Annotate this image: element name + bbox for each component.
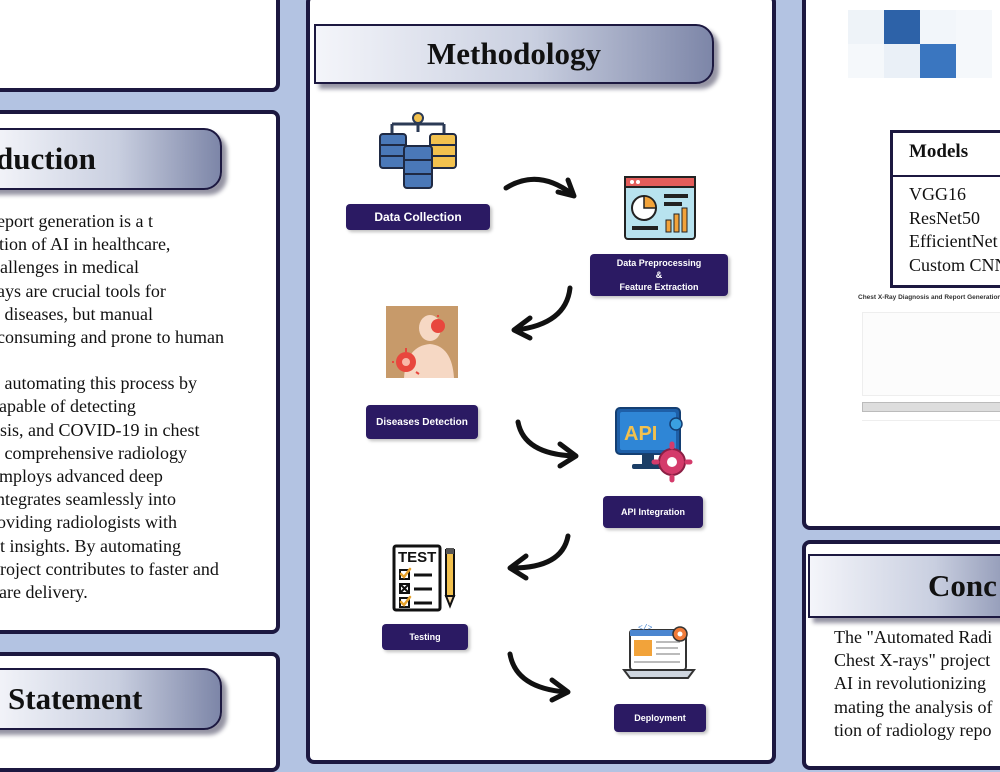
matrix-row-label <box>834 4 842 84</box>
step-data-collection: Data Collection <box>346 204 490 230</box>
app-result-row <box>862 420 1000 435</box>
matrix-cell <box>848 44 884 78</box>
svg-text:</>: </> <box>638 624 653 633</box>
conclusion-line: AI in revolutionizing <box>834 673 986 694</box>
conclusion-line: mating the analysis of <box>834 696 993 717</box>
step-label-line: Feature Extraction <box>619 282 699 292</box>
flow-arrow-icon <box>515 419 579 469</box>
matrix-cell <box>920 44 956 78</box>
intro-line: n automating this process by <box>0 373 197 394</box>
conclusion-heading-text: Conc <box>928 568 997 603</box>
step-label: API Integration <box>620 507 685 517</box>
app-title: Chest X-Ray Diagnosis and Report Generat… <box>858 294 1000 301</box>
step-label: Deployment <box>634 713 686 723</box>
app-screenshot: Chest X-Ray Diagnosis and Report Generat… <box>858 294 1000 444</box>
introduction-body: report generation is a t ation of AI in … <box>0 210 256 604</box>
problem-heading-text: Statement <box>8 681 143 716</box>
matrix-cell <box>956 44 992 78</box>
api-icon: API <box>615 407 693 483</box>
test-checklist-icon: TEST <box>392 544 456 612</box>
conclusion-heading: Conc <box>808 554 1000 618</box>
intro-line: roviding radiologists with <box>0 512 177 533</box>
introduction-heading-text: duction <box>0 141 96 176</box>
intro-line: employs advanced deep <box>0 466 163 487</box>
test-icon-text: TEST <box>398 549 436 566</box>
step-label: Diseases Detection <box>376 416 468 428</box>
intro-line: hallenges in medical <box>0 257 139 278</box>
intro-line: report generation is a t <box>0 211 153 231</box>
flow-arrow-icon <box>511 285 573 341</box>
conclusion-line: tion of radiology repo <box>834 719 992 740</box>
deployment-laptop-icon: </> <box>622 624 696 679</box>
database-icon <box>379 112 457 189</box>
introduction-panel: duction report generation is a t ation o… <box>0 110 280 634</box>
step-diseases-detection: Diseases Detection <box>366 405 478 439</box>
conclusion-panel: Conc The "Automated Radi Chest X-rays" p… <box>802 540 1000 770</box>
dashboard-icon <box>624 176 696 240</box>
intro-line: project contributes to faster and <box>0 558 219 579</box>
intro-line: g comprehensive radiology <box>0 442 187 463</box>
model-item: ResNet50 <box>909 207 980 228</box>
problem-statement-heading: Statement <box>0 668 222 730</box>
methodology-heading-text: Methodology <box>427 36 601 71</box>
model-item: VGG16 <box>909 184 966 204</box>
intro-line: integrates seamlessly into <box>0 489 176 510</box>
intro-line: care delivery. <box>0 582 88 603</box>
conclusion-line: The "Automated Radi <box>834 627 993 647</box>
methodology-heading: Methodology <box>314 24 714 84</box>
step-data-preprocessing: Data Preprocessing & Feature Extraction <box>590 254 728 296</box>
intro-line: ation of AI in healthcare, <box>0 234 171 255</box>
step-api-integration: API Integration <box>603 496 703 528</box>
conclusion-body: The "Automated Radi Chest X-rays" projec… <box>834 626 992 742</box>
model-item: Custom CNN <box>909 254 1000 275</box>
api-icon-text: API <box>624 423 657 445</box>
flow-arrow-icon <box>507 651 571 703</box>
matrix-cell <box>884 44 920 78</box>
flow-arrow-icon <box>507 533 571 581</box>
conclusion-line: Chest X-rays" project <box>834 650 991 671</box>
model-item: EfficientNet <box>909 231 998 251</box>
flow-arrow-icon <box>503 176 577 199</box>
confusion-matrix <box>828 4 1000 86</box>
intro-line: rays are crucial tools for <box>0 280 166 301</box>
step-label-line: Data Preprocessing <box>616 258 702 268</box>
step-label-line: & <box>655 270 663 280</box>
intro-line: osis, and COVID-19 in chest <box>0 419 200 440</box>
models-list: VGG16 ResNet50 EfficientNet Custom CNN <box>893 177 1000 277</box>
models-table-header: Models <box>893 133 1000 177</box>
intro-line: nt insights. By automating <box>0 535 182 556</box>
intro-line: y diseases, but manual <box>0 303 153 324</box>
left-top-panel <box>0 0 280 92</box>
matrix-cell <box>884 10 920 44</box>
app-upload-area <box>862 312 1000 396</box>
intro-line: capable of detecting <box>0 396 136 417</box>
disease-detection-icon <box>386 306 458 378</box>
intro-line: -consuming and prone to human <box>0 327 224 348</box>
step-testing: Testing <box>382 624 468 650</box>
models-table: Models VGG16 ResNet50 EfficientNet Custo… <box>890 130 1000 288</box>
app-submit-button <box>862 402 1000 412</box>
step-label: Testing <box>409 632 441 642</box>
step-label: Data Collection <box>374 210 462 224</box>
problem-statement-panel: Statement <box>0 652 280 772</box>
matrix-cell <box>956 10 992 44</box>
step-deployment: Deployment <box>614 704 706 732</box>
introduction-heading: duction <box>0 128 222 190</box>
matrix-cell <box>848 10 884 44</box>
matrix-cell <box>920 10 956 44</box>
